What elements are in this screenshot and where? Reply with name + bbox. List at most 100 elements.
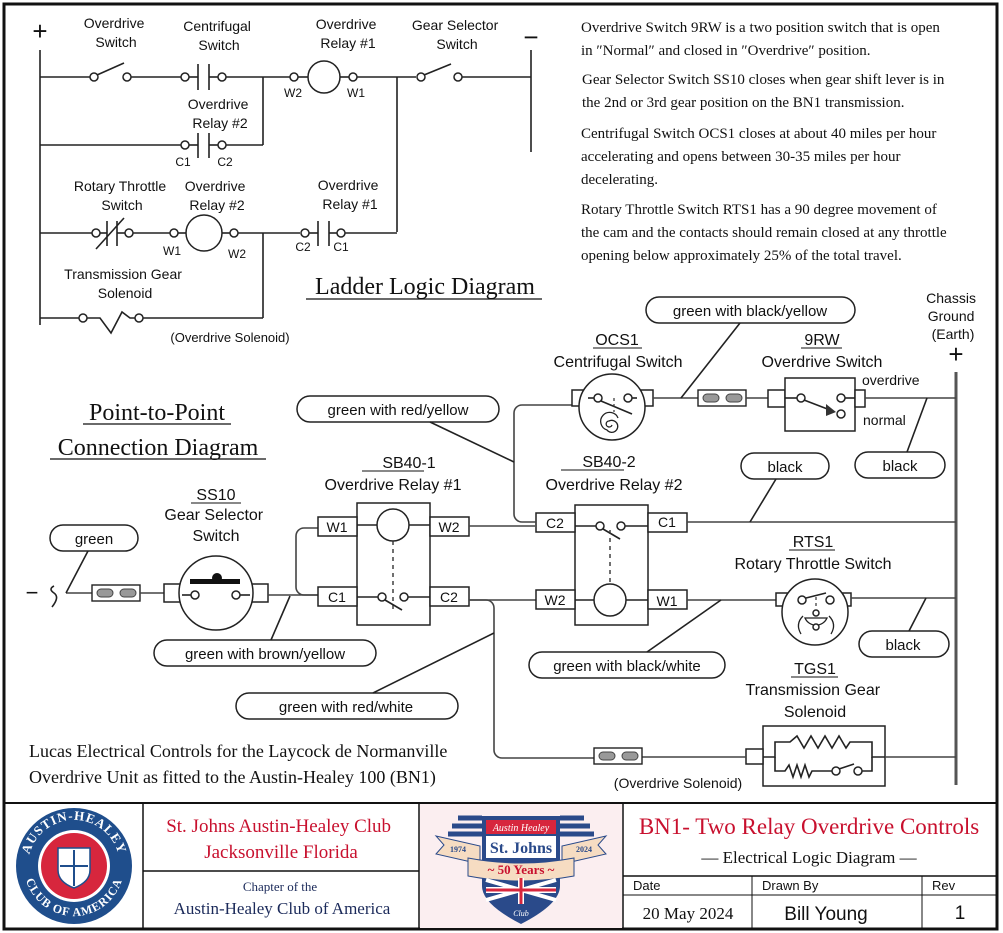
drawn-by-label: Drawn By xyxy=(762,878,819,893)
sb40-1-c2: C2 xyxy=(440,589,458,605)
relay1-w2-label: W2 xyxy=(284,86,302,100)
sb40-1-name: Overdrive Relay #1 xyxy=(325,477,462,494)
9rw-name: Overdrive Switch xyxy=(762,354,883,371)
note-rts1: Rotary Throttle Switch RTS1 has a 90 deg… xyxy=(581,202,950,264)
tgs1-solenoid xyxy=(745,725,886,787)
rotary-throttle-label: Rotary Throttle Switch xyxy=(74,178,170,213)
relay2-w1-label: W1 xyxy=(163,244,181,258)
sb40-2-id: SB40-2 xyxy=(582,454,635,471)
date-value: 20 May 2024 xyxy=(643,904,734,923)
p2p-title-line2: Connection Diagram xyxy=(58,435,259,461)
svg-text:black: black xyxy=(885,637,921,654)
wire-label-black-2: black xyxy=(854,397,946,479)
tgs1-note: (Overdrive Solenoid) xyxy=(614,775,742,791)
solenoid-symbol xyxy=(87,310,135,335)
ground-plus: + xyxy=(948,339,963,369)
ocs1-id: OCS1 xyxy=(595,332,639,349)
ladder-plus: + xyxy=(32,16,47,46)
transmission-gear-solenoid-label: Transmission Gear Solenoid xyxy=(64,266,186,301)
svg-text:Austin Healey: Austin Healey xyxy=(492,823,550,834)
sb40-1-w2: W2 xyxy=(439,519,460,535)
rung-2: C1 C2 xyxy=(40,133,263,169)
sb40-1-relay: W1 W2 C1 C2 xyxy=(317,502,470,626)
centrifugal-switch-label: Centrifugal Switch xyxy=(183,18,255,53)
ocs1-name: Centrifugal Switch xyxy=(554,354,683,371)
relay1-contact-label: Overdrive Relay #1 xyxy=(318,177,383,212)
wire-break-icon xyxy=(50,585,58,608)
wire-label-green-brown-yellow: green with brown/yellow xyxy=(153,595,377,667)
sb40-2-relay: C2 C1 W2 W1 xyxy=(535,504,688,626)
sb40-1-w1: W1 xyxy=(327,519,348,535)
rts1-name: Rotary Throttle Switch xyxy=(734,556,891,573)
svg-text:green with brown/yellow: green with brown/yellow xyxy=(185,646,345,663)
wire-label-green-red-white: green with red/white xyxy=(235,632,495,720)
fuse-1 xyxy=(91,584,141,602)
ladder-title: Ladder Logic Diagram xyxy=(315,274,535,300)
svg-text:2024: 2024 xyxy=(576,845,592,854)
overdrive-solenoid-note: (Overdrive Solenoid) xyxy=(170,330,289,345)
note-ocs1: Centrifugal Switch OCS1 closes at about … xyxy=(581,126,940,188)
sb40-1-id: SB40-1 xyxy=(382,455,435,472)
fuse-3 xyxy=(593,747,643,765)
wire-label-green: green xyxy=(49,524,139,594)
relay2-coil xyxy=(185,214,223,252)
tgs1-id: TGS1 xyxy=(794,661,836,678)
chassis-ground-label: Chassis Ground (Earth) xyxy=(926,290,980,342)
relay2-c2-label: C2 xyxy=(217,155,233,169)
rung-4: (Overdrive Solenoid) xyxy=(40,310,290,345)
wire-label-green-black-yellow: green with black/yellow xyxy=(645,296,856,399)
ss10-name: Gear Selector Switch xyxy=(164,507,267,545)
notes-panel: Overdrive Switch 9RW is a two position s… xyxy=(581,20,950,264)
wire-label-green-red-yellow: green with red/yellow xyxy=(296,395,515,463)
svg-text:green: green xyxy=(75,531,113,548)
rts1-id: RTS1 xyxy=(793,534,834,551)
relay2-w2-label: W2 xyxy=(228,247,246,261)
p2p-title-line1: Point-to-Point xyxy=(89,400,225,426)
ahca-logo: AUSTIN-HEALEY CLUB OF AMERICA xyxy=(16,808,132,924)
spiral-icon xyxy=(600,411,619,433)
svg-text:green with red/yellow: green with red/yellow xyxy=(328,402,469,419)
drawing-subtitle: — Electrical Logic Diagram — xyxy=(700,848,917,867)
rung-3: W1 W2 C2 C1 xyxy=(40,214,397,318)
wire-label-black-3: black xyxy=(858,597,950,658)
svg-text:1974: 1974 xyxy=(450,845,466,854)
overdrive-switch-contact xyxy=(89,72,99,82)
svg-text:green with red/white: green with red/white xyxy=(279,699,413,716)
fuse-2 xyxy=(697,389,747,407)
svg-text:~ 50 Years ~: ~ 50 Years ~ xyxy=(488,862,555,877)
ss10-id: SS10 xyxy=(196,487,235,504)
9rw-overdrive-switch: overdrive normal xyxy=(767,372,920,432)
gear-selector-blade xyxy=(423,63,452,76)
svg-text:green with black/white: green with black/white xyxy=(553,658,701,675)
club-name: St. Johns Austin-Healey Club Jacksonvill… xyxy=(166,816,396,863)
drawn-by-value: Bill Young xyxy=(784,904,867,925)
date-label: Date xyxy=(633,878,660,893)
ocs1-centrifugal-switch xyxy=(571,373,654,441)
relay1-c1-label: C1 xyxy=(333,240,349,254)
title-block: AUSTIN-HEALEY CLUB OF AMERICA St. Johns … xyxy=(4,802,997,929)
p2p-minus: − xyxy=(26,580,39,605)
point-to-point-diagram: Point-to-Point Connection Diagram Chassi… xyxy=(26,290,980,791)
relay1-w1-label: W1 xyxy=(347,86,365,100)
ss10-gear-selector-switch xyxy=(163,555,269,631)
sb40-2-w1: W1 xyxy=(657,593,678,609)
relay1-coil-label: Overdrive Relay #1 xyxy=(316,16,381,51)
ladder-minus: − xyxy=(523,22,538,52)
relay1-coil xyxy=(307,60,341,94)
gear-selector-label: Gear Selector Switch xyxy=(412,17,502,52)
note-9rw: Overdrive Switch 9RW is a two position s… xyxy=(581,20,944,59)
rev-label: Rev xyxy=(932,878,956,893)
tgs1-name: Transmission Gear Solenoid xyxy=(745,682,884,721)
rev-value: 1 xyxy=(955,903,966,924)
sb40-2-c1: C1 xyxy=(658,514,676,530)
drawing-title: BN1- Two Relay Overdrive Controls xyxy=(639,814,979,839)
wire-label-green-black-white: green with black/white xyxy=(528,599,726,679)
relay2-coil-label: Overdrive Relay #2 xyxy=(185,178,250,213)
note-ss10: Gear Selector Switch SS10 closes when ge… xyxy=(582,72,948,111)
overdrive-switch-label: Overdrive Switch xyxy=(84,15,149,50)
svg-text:black: black xyxy=(882,458,918,475)
9rw-overdrive-label: overdrive xyxy=(862,372,920,388)
overdrive-switch-blade xyxy=(96,62,125,76)
relay2-c1-label: C1 xyxy=(175,155,191,169)
